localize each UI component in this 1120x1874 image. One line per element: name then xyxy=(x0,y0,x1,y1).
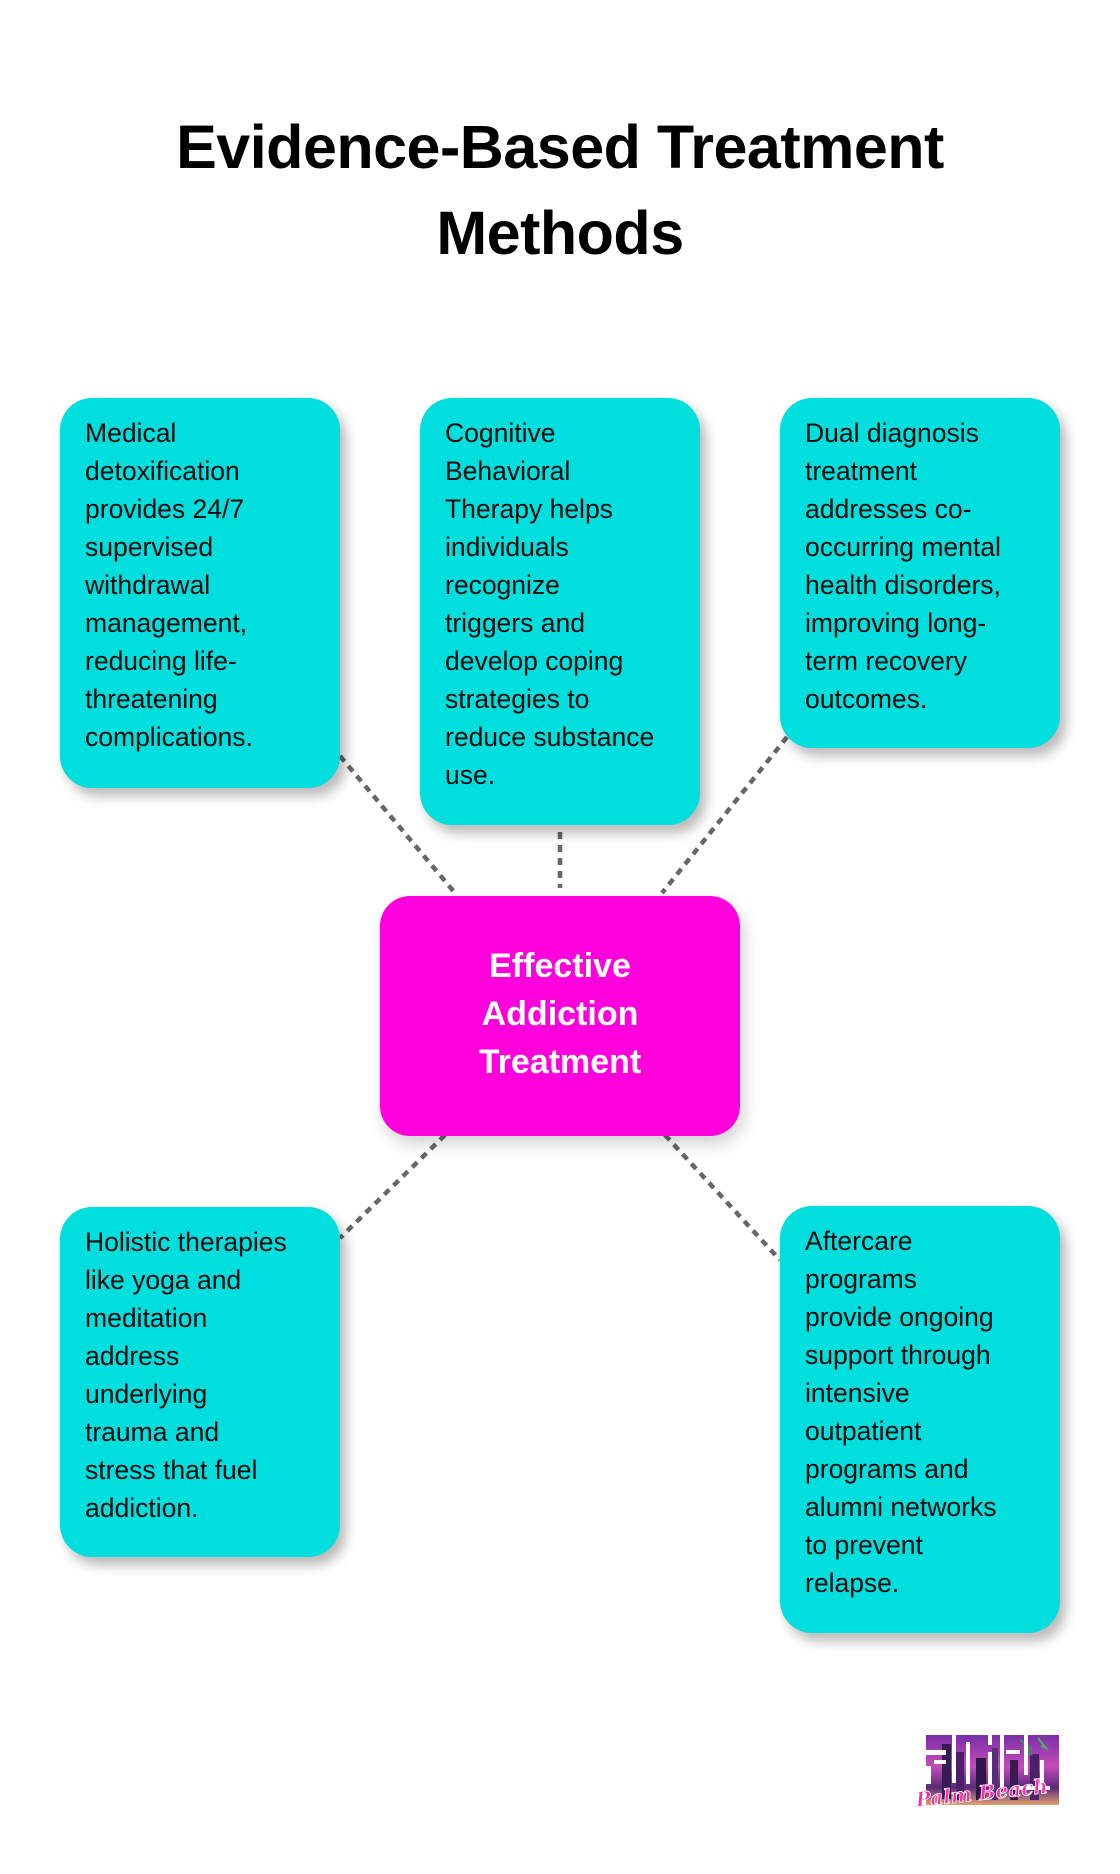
node-aftercare-programs: Aftercare programs provide ongoing suppo… xyxy=(780,1206,1060,1633)
node-text-line: Dual diagnosis xyxy=(805,418,979,448)
node-text-line: relapse. xyxy=(805,1568,900,1598)
node-text-line: reduce substance xyxy=(445,722,655,752)
node-text-line: trauma and xyxy=(85,1417,220,1447)
center-text-line: Treatment xyxy=(478,1043,642,1081)
node-dual-diagnosis: Dual diagnosis treatment addresses co- o… xyxy=(780,398,1060,748)
center-node-effective-addiction-treatment: Effective Addiction Treatment xyxy=(380,896,740,1136)
node-text-line: stress that fuel xyxy=(85,1455,258,1485)
center-text-line: Addiction xyxy=(481,995,639,1033)
page-title: Evidence-Based Treatment Methods xyxy=(0,104,1120,276)
node-text-line: meditation xyxy=(85,1303,208,1333)
node-text-line: Therapy helps xyxy=(445,494,613,524)
node-text-line: alumni networks xyxy=(805,1492,997,1522)
node-text-line: detoxification xyxy=(85,456,240,486)
node-text-line: intensive xyxy=(805,1378,910,1408)
node-text-line: addiction. xyxy=(85,1493,199,1523)
node-text-line: provide ongoing xyxy=(805,1302,994,1332)
node-text-line: address xyxy=(85,1341,180,1371)
connector-aftercare xyxy=(663,1133,782,1262)
node-text-line: like yoga and xyxy=(85,1265,242,1295)
node-text-line: Holistic therapies xyxy=(85,1227,287,1257)
node-text-line: occurring mental xyxy=(805,532,1001,562)
node-text-line: complications. xyxy=(85,722,253,752)
node-text-line: Medical xyxy=(85,418,177,448)
node-text-line: addresses co- xyxy=(805,494,972,524)
node-text-line: underlying xyxy=(85,1379,208,1409)
node-text-line: programs and xyxy=(805,1454,969,1484)
node-text-line: Behavioral xyxy=(445,456,571,486)
node-text-line: treatment xyxy=(805,456,917,486)
brand-logo: Palm Beach xyxy=(912,1730,1062,1812)
connector-holistic xyxy=(338,1133,447,1240)
node-text-line: Cognitive xyxy=(445,418,556,448)
node-text-line: threatening xyxy=(85,684,218,714)
node-text-line: improving long- xyxy=(805,608,987,638)
node-cognitive-behavioral-therapy: Cognitive Behavioral Therapy helps indiv… xyxy=(420,398,700,825)
amity-palm-beach-logo: Palm Beach xyxy=(913,1735,1059,1812)
node-text-line: health disorders, xyxy=(805,570,1001,600)
node-text-line: support through xyxy=(805,1340,991,1370)
node-text-line: recognize xyxy=(445,570,560,600)
node-text-line: management, xyxy=(85,608,248,638)
node-text-line: reducing life- xyxy=(85,646,237,676)
node-text-line: Aftercare xyxy=(805,1226,913,1256)
node-text-line: supervised xyxy=(85,532,214,562)
page-title-line: Methods xyxy=(436,199,684,267)
node-text-line: individuals xyxy=(445,532,569,562)
node-text-line: withdrawal xyxy=(85,570,211,600)
page-title-line: Evidence-Based Treatment xyxy=(176,113,944,181)
connector-medical-detox xyxy=(338,754,457,895)
node-holistic-therapies: Holistic therapies like yoga and meditat… xyxy=(60,1207,340,1557)
node-text-line: develop coping xyxy=(445,646,624,676)
node-text-line: outpatient xyxy=(805,1416,922,1446)
node-text-line: strategies to xyxy=(445,684,590,714)
node-medical-detoxification: Medical detoxification provides 24/7 sup… xyxy=(60,398,340,788)
node-text-line: outcomes. xyxy=(805,684,928,714)
node-text-line: programs xyxy=(805,1264,917,1294)
node-text-line: to prevent xyxy=(805,1530,923,1560)
node-text-line: term recovery xyxy=(805,646,967,676)
node-text-line: provides 24/7 xyxy=(85,494,245,524)
node-text-line: use. xyxy=(445,760,496,790)
center-text-line: Effective xyxy=(489,947,631,985)
node-text-line: triggers and xyxy=(445,608,585,638)
